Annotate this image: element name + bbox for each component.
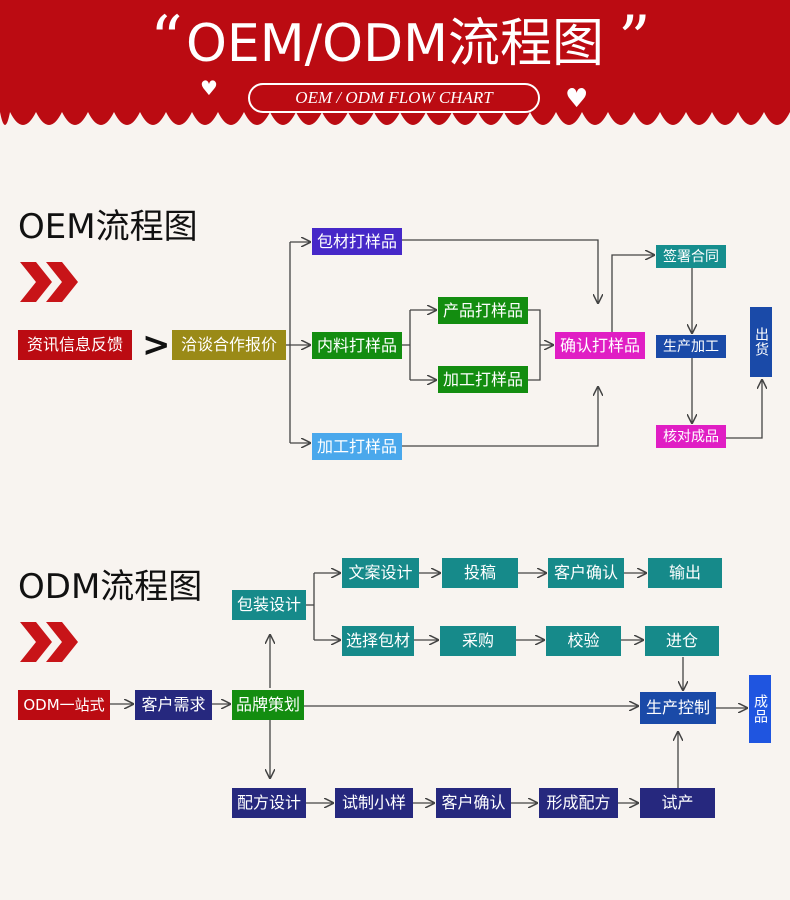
connector-arrow [611, 255, 654, 340]
connector-arrow [726, 380, 762, 439]
connector-arrow [402, 239, 598, 303]
heart-icon: ♥ [565, 84, 589, 114]
node-customer-needs: 客户需求 [135, 690, 212, 720]
node-finished: 成品 [749, 675, 771, 743]
page-title: OEM/ODM流程图 [185, 14, 604, 74]
node-formula-design: 配方设计 [232, 788, 306, 818]
node-feedback: 资讯信息反馈 [18, 330, 132, 360]
quote-open: “ [150, 3, 183, 77]
node-ship: 出货 [750, 307, 772, 377]
odm-section-title: ODM流程图 [18, 567, 203, 607]
node-check-product: 核对成品 [656, 425, 726, 448]
node-form-formula: 形成配方 [539, 788, 618, 818]
chevron-double-right-icon [20, 262, 78, 302]
node-production-control: 生产控制 [640, 692, 716, 724]
node-trial-sample: 试制小样 [335, 788, 413, 818]
subtitle-pill: OEM / ODM FLOW CHART [248, 83, 540, 113]
node-confirm-sample: 确认打样品 [555, 332, 645, 359]
node-warehouse: 进仓 [645, 626, 719, 656]
node-negotiate: 洽谈合作报价 [172, 330, 286, 360]
quote-close: ” [618, 3, 651, 77]
header-banner [0, 0, 790, 125]
node-select-material: 选择包材 [342, 626, 414, 656]
node-process-sample-bottom: 加工打样品 [312, 433, 402, 460]
node-customer-confirm-top: 客户确认 [548, 558, 624, 588]
node-submit: 投稿 [442, 558, 518, 588]
node-process-sample-mid: 加工打样品 [438, 366, 528, 393]
node-product-sample: 产品打样品 [438, 297, 528, 324]
node-inspection: 校验 [546, 626, 621, 656]
node-production: 生产加工 [656, 335, 726, 358]
connector-line [528, 309, 541, 381]
node-sign-contract: 签署合同 [656, 245, 726, 268]
node-customer-confirm-bottom: 客户确认 [436, 788, 511, 818]
greater-than-arrow: > [142, 325, 171, 365]
node-output: 输出 [648, 558, 722, 588]
node-copy-design: 文案设计 [342, 558, 419, 588]
node-package-design: 包装设计 [232, 590, 306, 620]
oem-section-title: OEM流程图 [18, 207, 198, 247]
node-trial-production: 试产 [640, 788, 715, 818]
chevron-double-right-icon [20, 622, 78, 662]
node-one-stop: ODM一站式 [18, 690, 110, 720]
node-brand-planning: 品牌策划 [232, 690, 304, 720]
node-pack-sample: 包材打样品 [312, 228, 402, 255]
heart-icon: ♥ [200, 76, 218, 100]
node-purchase: 采购 [440, 626, 516, 656]
node-content-sample: 内料打样品 [312, 332, 402, 359]
connector-arrow [402, 387, 598, 447]
